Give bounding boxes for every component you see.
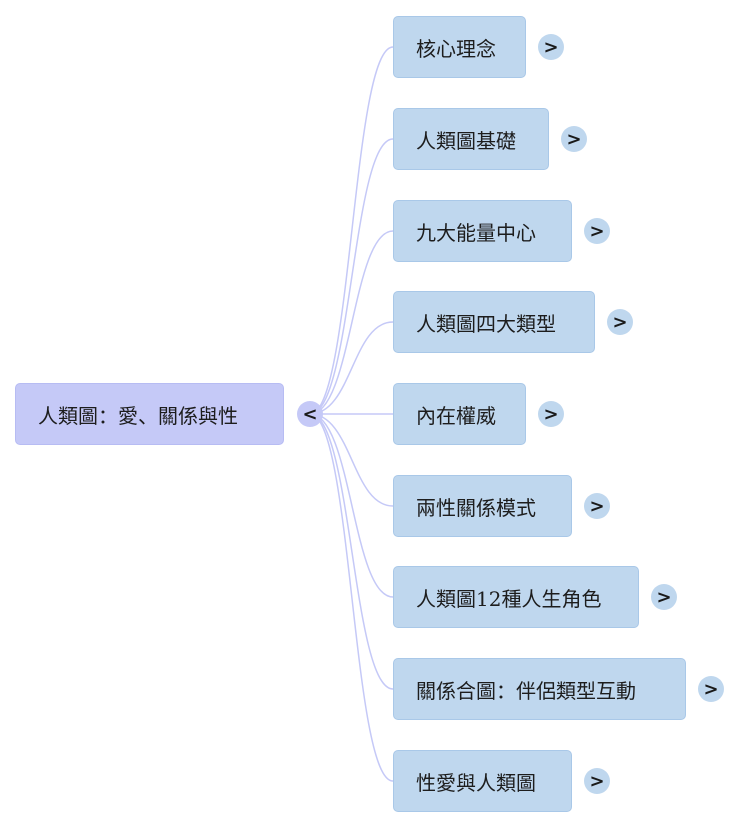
- node-label: 關係合圖：伴侶類型互動: [416, 678, 636, 703]
- root-node-label: 人類圖：愛、關係與性: [38, 403, 238, 428]
- connector-6: [309, 413, 394, 507]
- expand-toggle-inner-authority[interactable]: >: [538, 401, 564, 427]
- node-label: 兩性關係模式: [416, 495, 536, 520]
- node-label: 人類圖基礎: [416, 128, 516, 153]
- node-sexuality[interactable]: 性愛與人類圖: [393, 750, 572, 812]
- connector-4: [309, 321, 394, 415]
- chevron-left-icon: <: [302, 403, 318, 425]
- connector-2: [309, 138, 394, 415]
- expand-toggle-four-types[interactable]: >: [607, 309, 633, 335]
- expand-toggle-sexuality[interactable]: >: [584, 768, 610, 794]
- chevron-right-icon: >: [656, 586, 672, 608]
- chevron-right-icon: >: [612, 311, 628, 333]
- node-inner-authority[interactable]: 內在權威: [393, 383, 526, 445]
- connector-1: [309, 46, 394, 415]
- node-twelve-profiles[interactable]: 人類圖12種人生角色: [393, 566, 639, 628]
- chevron-right-icon: >: [703, 678, 719, 700]
- chevron-right-icon: >: [543, 36, 559, 58]
- expand-toggle-relationship-patterns[interactable]: >: [584, 493, 610, 519]
- connector-9: [309, 413, 394, 782]
- node-label: 內在權威: [416, 403, 496, 428]
- expand-toggle-twelve-profiles[interactable]: >: [651, 584, 677, 610]
- expand-toggle-composite-chart[interactable]: >: [698, 676, 724, 702]
- collapse-toggle[interactable]: <: [297, 401, 323, 427]
- connector-7: [309, 413, 394, 598]
- node-label: 人類圖12種人生角色: [416, 586, 602, 611]
- connector-8: [309, 413, 394, 690]
- expand-toggle-nine-energy-centers[interactable]: >: [584, 218, 610, 244]
- chevron-right-icon: >: [589, 770, 605, 792]
- node-label: 九大能量中心: [416, 220, 536, 245]
- chevron-right-icon: >: [589, 495, 605, 517]
- node-nine-energy-centers[interactable]: 九大能量中心: [393, 200, 572, 262]
- node-label: 核心理念: [416, 36, 496, 61]
- expand-toggle-core-concepts[interactable]: >: [538, 34, 564, 60]
- root-node[interactable]: 人類圖：愛、關係與性: [15, 383, 284, 445]
- node-label: 人類圖四大類型: [416, 311, 556, 336]
- node-composite-chart[interactable]: 關係合圖：伴侶類型互動: [393, 658, 686, 720]
- expand-toggle-human-design-basics[interactable]: >: [561, 126, 587, 152]
- node-label: 性愛與人類圖: [416, 770, 536, 795]
- node-relationship-patterns[interactable]: 兩性關係模式: [393, 475, 572, 537]
- chevron-right-icon: >: [566, 128, 582, 150]
- node-human-design-basics[interactable]: 人類圖基礎: [393, 108, 549, 170]
- connector-3: [309, 230, 394, 415]
- chevron-right-icon: >: [543, 403, 559, 425]
- node-core-concepts[interactable]: 核心理念: [393, 16, 526, 78]
- chevron-right-icon: >: [589, 220, 605, 242]
- node-four-types[interactable]: 人類圖四大類型: [393, 291, 595, 353]
